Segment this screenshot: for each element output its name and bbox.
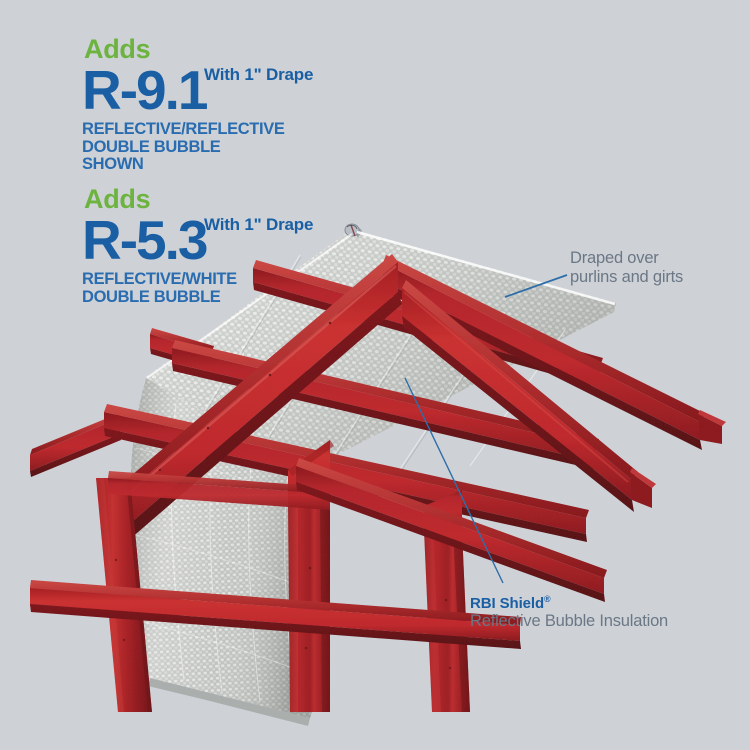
adds-label-1: Adds <box>84 34 151 64</box>
r-value-row-2: R-5.3 With 1" Drape <box>82 209 313 271</box>
product-name-row: RBI Shield® <box>470 591 668 612</box>
spec-description-2: REFLECTIVE/WHITE DOUBLE BUBBLE <box>82 270 237 306</box>
spec-description-line: DOUBLE BUBBLE <box>82 287 221 306</box>
spec-description-line: REFLECTIVE/WHITE <box>82 270 237 288</box>
purlin-front-long <box>296 458 607 602</box>
callout-rbi-shield: RBI Shield® Reflective Bubble Insulation <box>470 591 668 631</box>
spec-description-line: DOUBLE BUBBLE <box>82 137 221 156</box>
spec-description-line: REFLECTIVE/REFLECTIVE <box>82 120 285 138</box>
spec-description-line: SHOWN <box>82 155 144 173</box>
registered-mark-icon: ® <box>544 594 551 604</box>
rafter-right-back <box>383 255 726 450</box>
girt-bottom <box>30 580 521 649</box>
callout-draped-line1: Draped over <box>570 249 659 267</box>
spec-block-r53: Adds R-5.3 With 1" Drape REFLECTIVE/WHIT… <box>82 184 313 306</box>
callout-draped-over: Draped over purlins and girts <box>570 249 683 287</box>
spec-description-1: REFLECTIVE/REFLECTIVE DOUBLE BUBBLE SHOW… <box>82 120 285 174</box>
drape-note-2: With 1" Drape <box>204 215 314 234</box>
r-value-row-1: R-9.1 With 1" Drape <box>82 59 313 121</box>
spec-block-r91: Adds R-9.1 With 1" Drape REFLECTIVE/REFL… <box>82 34 313 174</box>
girt-mid <box>108 471 331 510</box>
product-name: RBI Shield <box>470 595 545 612</box>
drape-note-1: With 1" Drape <box>204 65 314 84</box>
leader-line-rbi <box>404 377 504 584</box>
r-value-2: R-5.3 <box>82 209 208 271</box>
product-subtitle: Reflective Bubble Insulation <box>470 612 669 630</box>
callout-draped-line2: purlins and girts <box>570 268 684 286</box>
leader-line-draped <box>504 274 568 298</box>
adds-label-2: Adds <box>84 184 151 214</box>
rafter-right-front <box>402 280 656 512</box>
leader-lines <box>404 274 568 584</box>
r-value-1: R-9.1 <box>82 59 208 121</box>
